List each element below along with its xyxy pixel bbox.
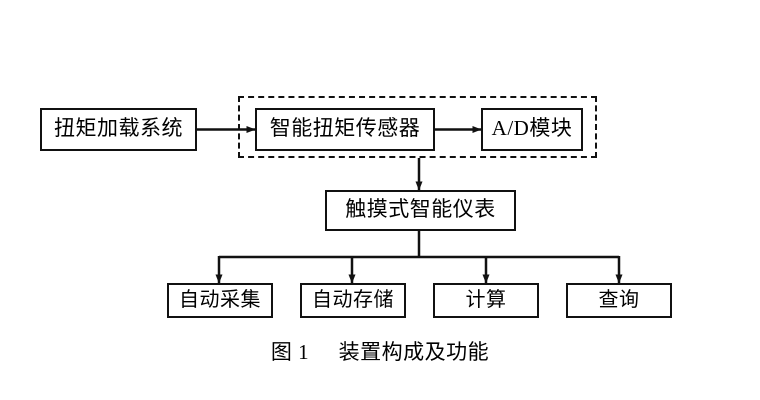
node-torque-loading-system: 扭矩加载系统 [40, 108, 197, 151]
node-auto-acquisition: 自动采集 [167, 283, 273, 318]
node-touch-smart-instrument: 触摸式智能仪表 [325, 190, 516, 231]
node-calculation: 计算 [433, 283, 539, 318]
node-label: 智能扭矩传感器 [269, 116, 421, 140]
node-label: 自动存储 [312, 288, 394, 311]
node-label: 扭矩加载系统 [54, 116, 183, 140]
node-ad-module: A/D模块 [481, 108, 583, 151]
node-label: 计算 [465, 288, 507, 311]
node-auto-storage: 自动存储 [300, 283, 406, 318]
node-smart-torque-sensor: 智能扭矩传感器 [255, 108, 435, 151]
sensor-module-group [238, 96, 597, 158]
figure-caption: 图 1 装置构成及功能 [0, 336, 760, 366]
node-label: 自动采集 [179, 288, 261, 311]
node-label: 查询 [598, 288, 640, 311]
figure-caption-title: 装置构成及功能 [338, 340, 490, 364]
figure-caption-label: 图 1 [270, 340, 310, 364]
node-query: 查询 [566, 283, 672, 318]
node-label: A/D模块 [491, 116, 573, 140]
node-label: 触摸式智能仪表 [345, 197, 496, 221]
